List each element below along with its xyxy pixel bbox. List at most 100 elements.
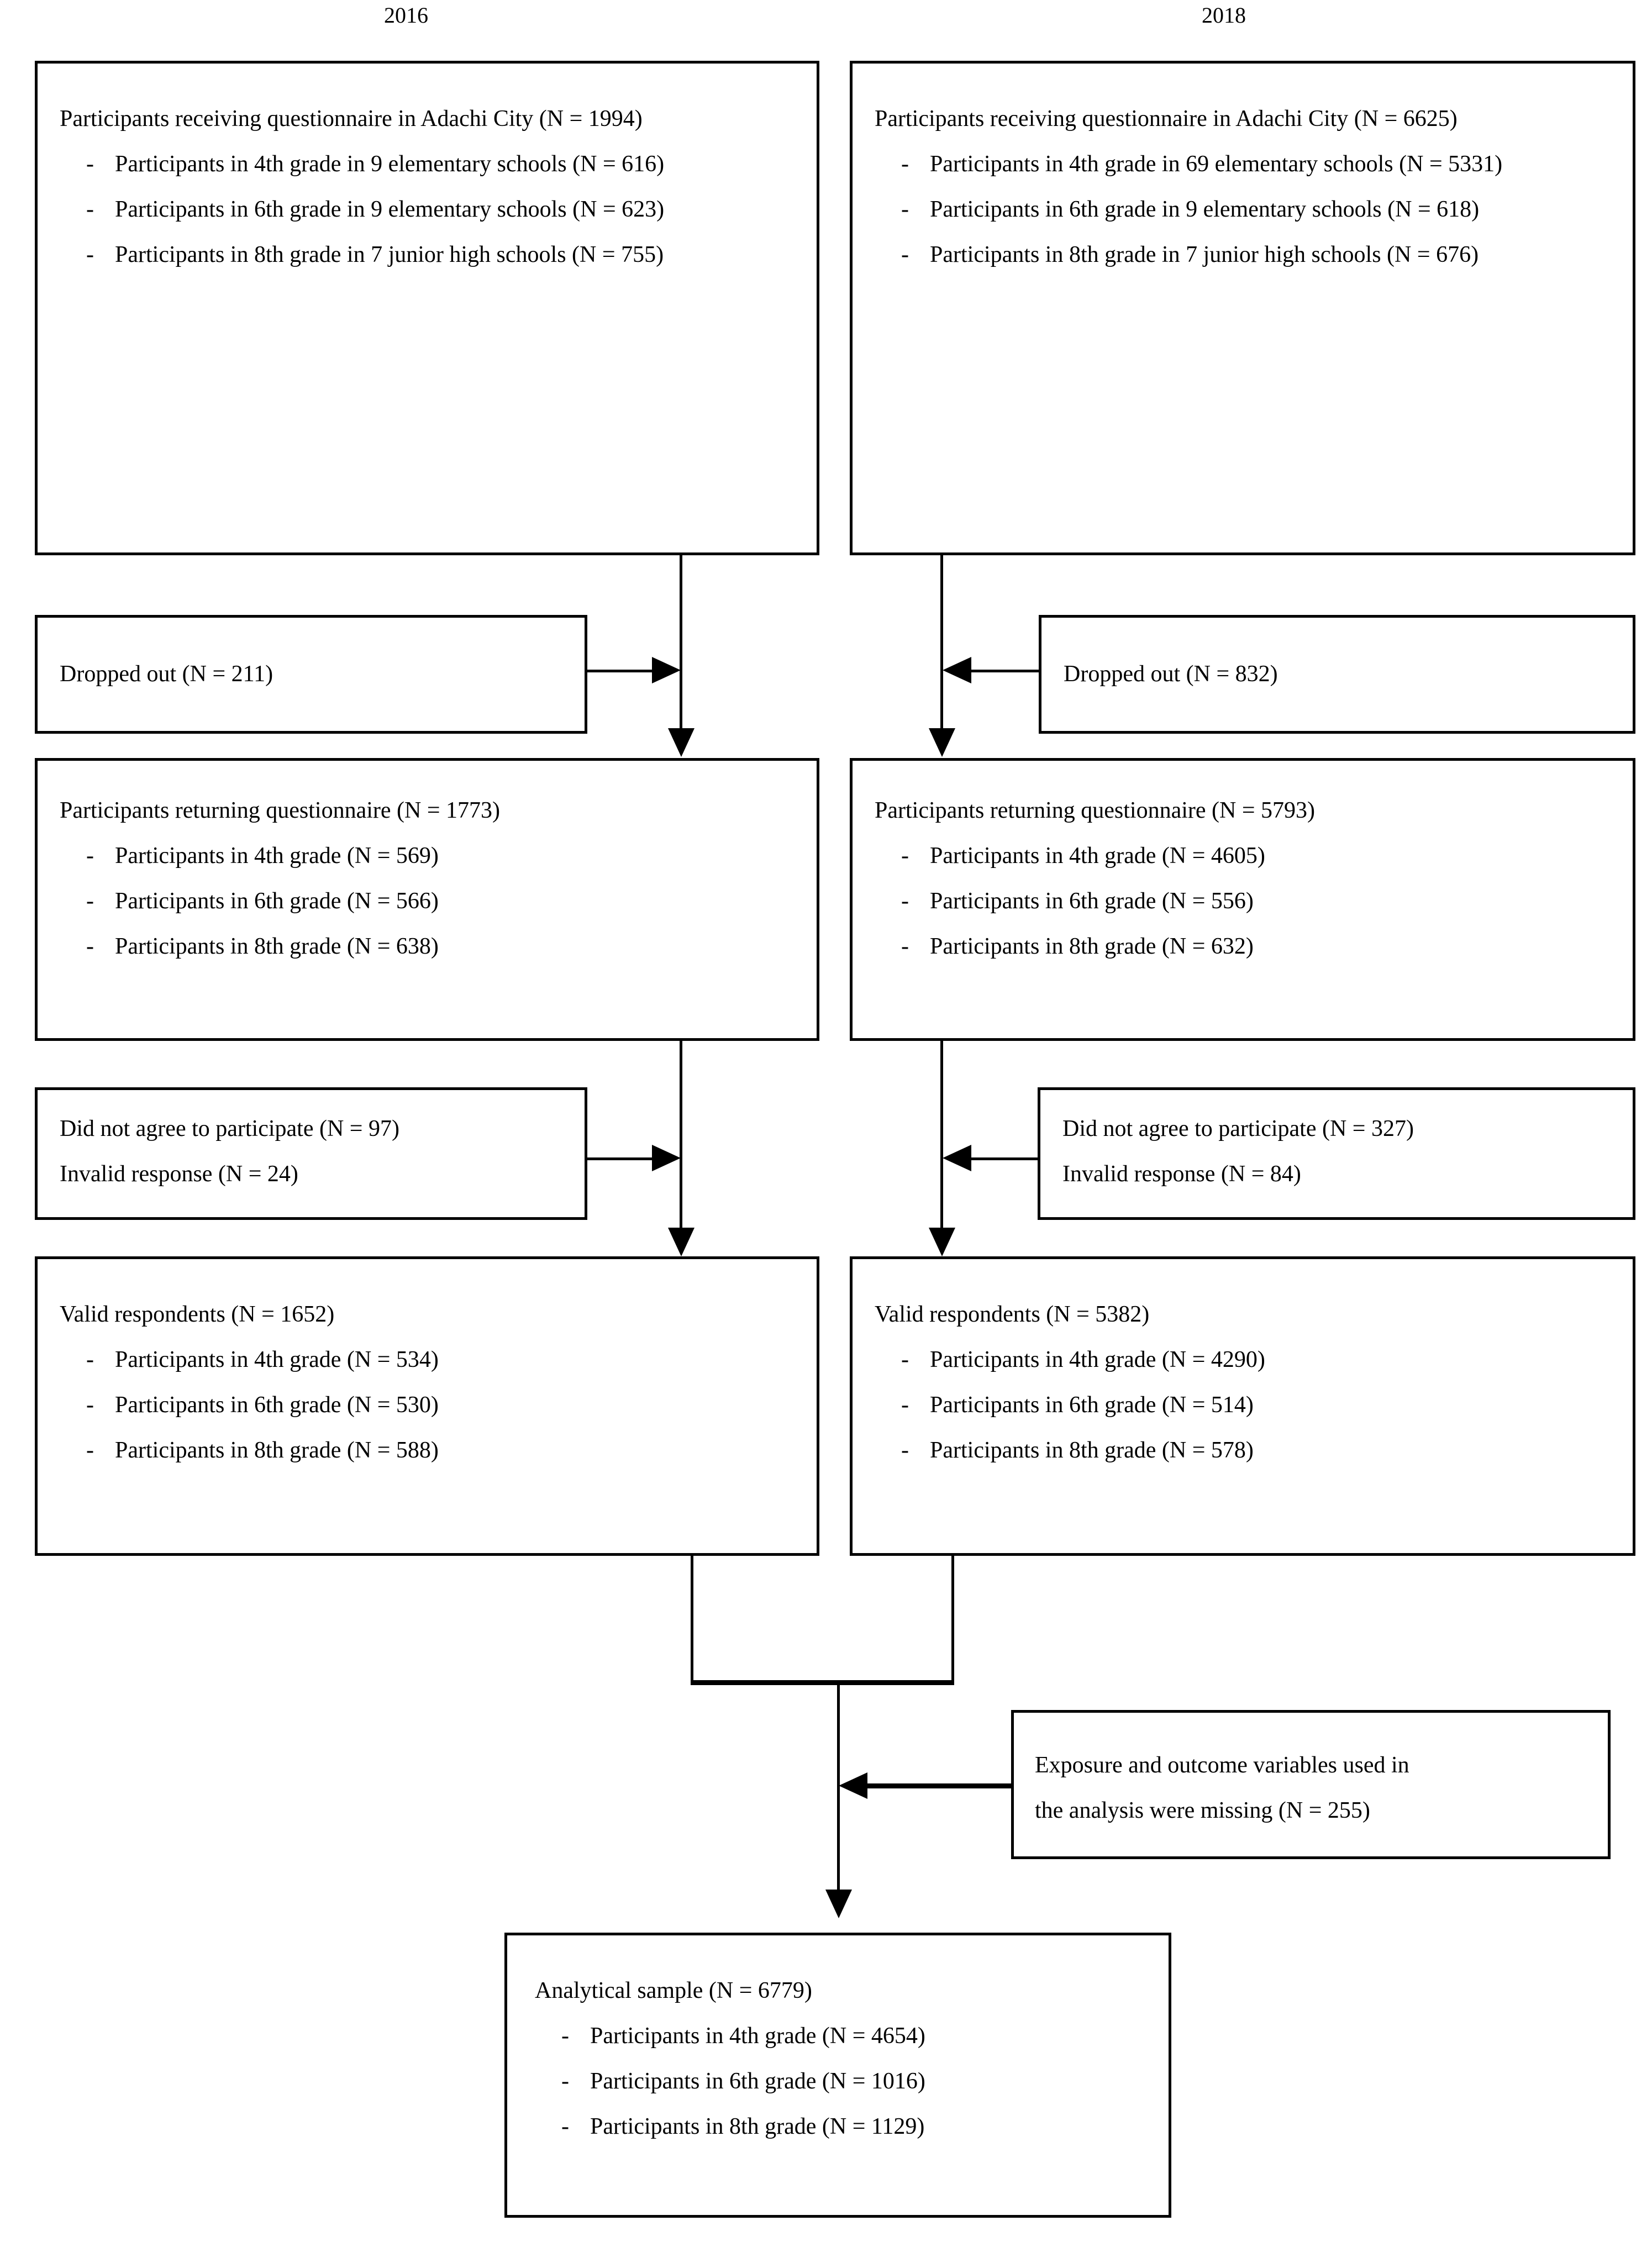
node-bullet-list: -Participants in 4th grade (N = 534) -Pa… [60,1338,800,1474]
node-excluded-2016: Did not agree to participate (N = 97) In… [35,1087,587,1220]
arrowhead-down-analytical-sample [825,1890,852,1918]
list-item: -Participants in 4th grade (N = 534) [60,1338,800,1383]
connector-line-vertical-left-tier1 [680,555,682,746]
list-item: -Participants in 8th grade in 7 junior h… [60,233,800,278]
list-item: -Participants in 6th grade (N = 566) [60,879,800,924]
list-item: -Participants in 8th grade in 7 junior h… [875,233,1616,278]
bullet-dash-icon: - [561,2068,569,2094]
arrowhead-left-dropped-2018 [943,657,971,683]
node-label-line2: Invalid response (N = 84) [1062,1161,1301,1187]
bullet-dash-icon: - [86,888,94,914]
node-bullet-list: -Participants in 4th grade in 9 elementa… [60,142,800,278]
list-item: -Participants in 6th grade (N = 1016) [535,2059,1152,2104]
list-item: -Participants in 8th grade (N = 638) [60,924,800,970]
list-item: -Participants in 8th grade (N = 1129) [535,2104,1152,2150]
bullet-dash-icon: - [86,196,94,222]
list-item: -Participants in 8th grade (N = 578) [875,1428,1616,1474]
connector-line-vertical-right-tier2 [940,1041,943,1245]
arrowhead-down-right-tier3 [929,1228,955,1256]
arrowhead-down-left-tier3 [668,1228,695,1256]
arrowhead-left-missing-variables [839,1772,867,1799]
connector-line-horizontal-missing-variables [867,1783,1012,1788]
node-heading: Participants returning questionnaire (N … [60,798,500,823]
node-heading: Valid respondents (N = 5382) [875,1302,1150,1327]
connector-line-horizontal-dropped-2016 [587,670,654,672]
connector-line-vertical-right-tier1 [940,555,943,746]
list-item-label: Participants in 8th grade in 7 junior hi… [115,241,664,267]
bullet-dash-icon: - [86,1437,94,1463]
node-excluded-2018: Did not agree to participate (N = 327) I… [1038,1087,1635,1220]
list-item: -Participants in 6th grade (N = 530) [60,1383,800,1428]
list-item: -Participants in 4th grade (N = 4290) [875,1338,1616,1383]
list-item-label: Participants in 4th grade (N = 4290) [930,1346,1265,1372]
list-item-label: Participants in 6th grade in 9 elementar… [115,196,665,222]
list-item: -Participants in 6th grade (N = 556) [875,879,1616,924]
node-returning-questionnaire-2016: Participants returning questionnaire (N … [35,758,819,1041]
connector-line-horizontal-excluded-2016 [587,1157,654,1160]
list-item: -Participants in 4th grade in 9 elementa… [60,142,800,187]
list-item-label: Participants in 4th grade (N = 534) [115,1346,439,1372]
connector-line-vertical-to-analytical-sample [837,1683,840,1904]
arrowhead-down-right-tier2 [929,728,955,757]
list-item: -Participants in 4th grade (N = 569) [60,834,800,879]
connector-line-vertical-merge-left [691,1556,693,1683]
list-item-label: Participants in 6th grade (N = 566) [115,888,439,914]
node-receiving-questionnaire-2018: Participants receiving questionnaire in … [850,61,1635,555]
node-receiving-questionnaire-2016: Participants receiving questionnaire in … [35,61,819,555]
bullet-dash-icon: - [901,196,909,222]
list-item: -Participants in 4th grade (N = 4605) [875,834,1616,879]
arrowhead-down-left-tier2 [668,728,695,757]
list-item-label: Participants in 6th grade (N = 514) [930,1392,1254,1418]
bullet-dash-icon: - [901,888,909,914]
list-item: -Participants in 6th grade in 9 elementa… [875,187,1616,233]
list-item-label: Participants in 4th grade (N = 4654) [590,2023,925,2049]
bullet-dash-icon: - [561,2113,569,2139]
bullet-dash-icon: - [86,933,94,959]
node-label-line1: Exposure and outcome variables used in [1035,1753,1409,1778]
list-item: -Participants in 4th grade (N = 4654) [535,2014,1152,2059]
node-valid-respondents-2018: Valid respondents (N = 5382) -Participan… [850,1256,1635,1556]
list-item: -Participants in 4th grade in 69 element… [875,142,1616,187]
bullet-dash-icon: - [901,1346,909,1372]
list-item-label: Participants in 4th grade in 69 elementa… [930,151,1503,177]
node-bullet-list: -Participants in 4th grade (N = 4290) -P… [875,1338,1616,1474]
node-valid-respondents-2016: Valid respondents (N = 1652) -Participan… [35,1256,819,1556]
list-item: -Participants in 8th grade (N = 588) [60,1428,800,1474]
bullet-dash-icon: - [901,1392,909,1418]
column-header-year-2016: 2016 [384,3,428,28]
node-label-line2: the analysis were missing (N = 255) [1035,1797,1370,1823]
list-item-label: Participants in 8th grade (N = 578) [930,1437,1254,1463]
bullet-dash-icon: - [901,843,909,869]
arrowhead-right-excluded-2016 [652,1145,681,1171]
list-item-label: Participants in 6th grade in 9 elementar… [930,196,1480,222]
node-analytical-sample: Analytical sample (N = 6779) -Participan… [504,1933,1171,2218]
list-item-label: Participants in 8th grade (N = 1129) [590,2113,925,2139]
list-item-label: Participants in 4th grade (N = 569) [115,843,439,869]
bullet-dash-icon: - [86,151,94,177]
list-item-label: Participants in 8th grade (N = 588) [115,1437,439,1463]
node-label: Dropped out (N = 211) [60,661,273,687]
connector-line-vertical-merge-right [951,1556,954,1683]
bullet-dash-icon: - [901,1437,909,1463]
bullet-dash-icon: - [86,1392,94,1418]
bullet-dash-icon: - [901,241,909,267]
list-item-label: Participants in 8th grade (N = 632) [930,933,1254,959]
node-label: Dropped out (N = 832) [1064,661,1278,687]
list-item-label: Participants in 4th grade (N = 4605) [930,843,1265,869]
list-item-label: Participants in 6th grade (N = 1016) [590,2068,925,2094]
list-item: -Participants in 8th grade (N = 632) [875,924,1616,970]
node-label-line1: Did not agree to participate (N = 327) [1062,1116,1414,1141]
node-dropped-out-2018: Dropped out (N = 832) [1039,615,1635,734]
list-item-label: Participants in 8th grade (N = 638) [115,933,439,959]
bullet-dash-icon: - [901,151,909,177]
node-bullet-list: -Participants in 4th grade (N = 4605) -P… [875,834,1616,970]
node-returning-questionnaire-2018: Participants returning questionnaire (N … [850,758,1635,1041]
node-label-line1: Did not agree to participate (N = 97) [60,1116,399,1141]
connector-line-horizontal-merge [691,1680,954,1685]
list-item: -Participants in 6th grade (N = 514) [875,1383,1616,1428]
connector-line-horizontal-excluded-2018 [971,1157,1040,1160]
list-item-label: Participants in 8th grade in 7 junior hi… [930,241,1479,267]
list-item-label: Participants in 4th grade in 9 elementar… [115,151,665,177]
list-item-label: Participants in 6th grade (N = 530) [115,1392,439,1418]
